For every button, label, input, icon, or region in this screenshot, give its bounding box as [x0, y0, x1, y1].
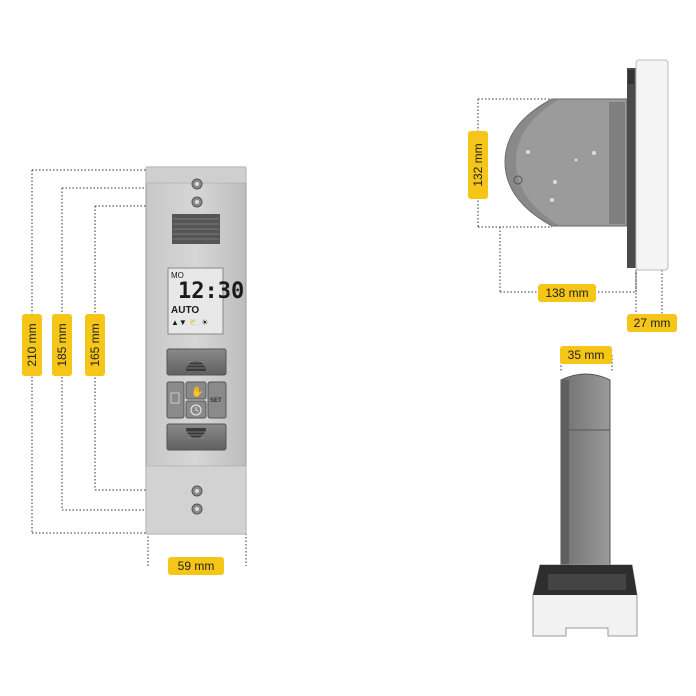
svg-text:132 mm: 132 mm — [471, 143, 485, 186]
display-time: 12:30 — [178, 279, 244, 304]
display-day: MO — [171, 271, 184, 280]
dimension-label-width-front: 59 mm — [168, 557, 224, 575]
dimension-label-height-side: 132 mm — [468, 131, 488, 199]
svg-text:138 mm: 138 mm — [545, 286, 588, 300]
screw-icon — [191, 178, 203, 208]
display-symbols: ▲▼ ⛅ ☀ — [171, 318, 208, 327]
svg-text:27 mm: 27 mm — [634, 316, 671, 330]
dimension-lines-bottom — [560, 355, 613, 372]
screw-hole-icon — [513, 150, 596, 202]
side-view: 132 mm 138 mm 27 mm — [468, 59, 677, 332]
dimension-label-depth-side: 138 mm — [538, 284, 596, 302]
down-button[interactable] — [166, 423, 227, 451]
manual-mode-button[interactable]: ✋ — [185, 381, 207, 400]
dimension-label-height-inner: 165 mm — [85, 314, 105, 376]
dimension-label-height-mid: 185 mm — [52, 314, 72, 376]
menu-button[interactable] — [166, 381, 185, 419]
dimension-label-height-total: 210 mm — [22, 314, 42, 376]
clock-button[interactable] — [185, 400, 207, 419]
front-view: MO 12:30 AUTO ▲▼ ⛅ ☀ ✋ — [22, 166, 247, 575]
side-plate — [504, 98, 628, 227]
list-icon — [170, 392, 180, 404]
screw-icon — [191, 485, 203, 515]
svg-text:35 mm: 35 mm — [568, 348, 605, 362]
bottom-view: 35 mm — [532, 346, 638, 637]
up-button[interactable] — [166, 348, 227, 376]
svg-text:210 mm: 210 mm — [25, 323, 39, 366]
display-mode: AUTO — [171, 305, 199, 316]
set-button[interactable]: SET — [207, 381, 227, 419]
front-cover-bottom — [145, 465, 247, 535]
bottom-body — [560, 373, 611, 593]
svg-text:165 mm: 165 mm — [88, 323, 102, 366]
clock-icon — [190, 404, 202, 416]
hand-icon: ✋ — [191, 385, 203, 398]
side-cover — [627, 68, 637, 268]
set-button-label: SET — [210, 398, 222, 404]
svg-text:59 mm: 59 mm — [178, 559, 215, 573]
lcd-display: MO 12:30 AUTO ▲▼ ⛅ ☀ — [167, 267, 244, 335]
svg-text:185 mm: 185 mm — [55, 323, 69, 366]
strap-slot — [172, 214, 220, 244]
dimension-label-depth-plate: 27 mm — [627, 314, 677, 332]
dimension-label-width-bottom: 35 mm — [560, 346, 612, 364]
